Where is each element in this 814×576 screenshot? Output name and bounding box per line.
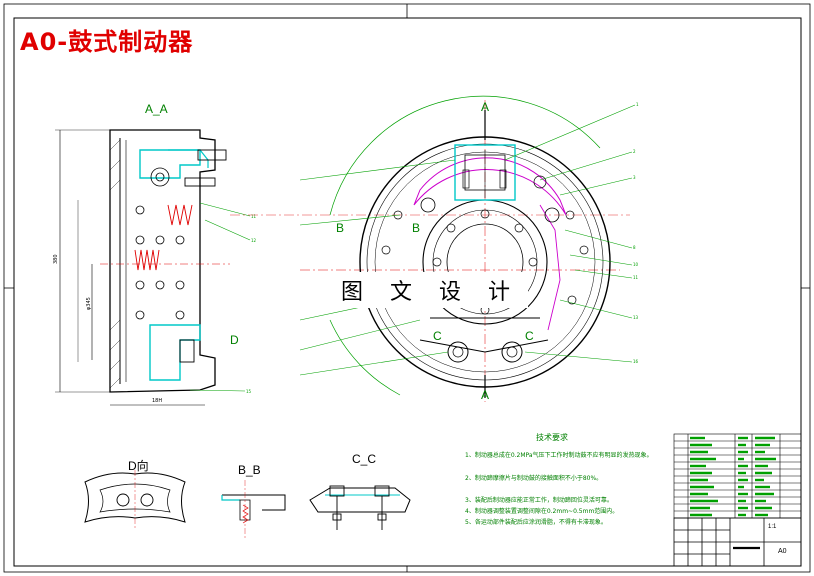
tech-requirement-1: 1、制动器总成在0.2MPa气压下工作时制动鼓不应有明显的发热现象。 bbox=[465, 452, 653, 459]
bb-view bbox=[221, 480, 286, 540]
svg-text:8: 8 bbox=[633, 245, 636, 250]
bb-view-label: B_B bbox=[238, 463, 261, 477]
section-b-right-label: B bbox=[412, 221, 421, 235]
section-a-bottom-label: A bbox=[481, 388, 490, 402]
parts-list bbox=[673, 433, 802, 519]
section-c-right-label: C bbox=[525, 329, 534, 343]
svg-text:380: 380 bbox=[53, 254, 59, 264]
svg-text:φ345: φ345 bbox=[86, 297, 92, 310]
d-view bbox=[84, 470, 186, 528]
tech-requirements-title: 技术要求 bbox=[536, 433, 568, 442]
title-block bbox=[673, 517, 802, 567]
title-block-scale: 1:1 bbox=[768, 524, 777, 530]
svg-text:15: 15 bbox=[246, 389, 252, 394]
svg-text:11: 11 bbox=[251, 214, 257, 219]
svg-text:16: 16 bbox=[633, 359, 639, 364]
view-d-arrow-label: D bbox=[230, 333, 239, 347]
inner-border bbox=[13, 17, 802, 567]
section-a-top-label: A bbox=[481, 100, 490, 114]
tech-requirement-5: 5、各运动部件装配后应涂润滑脂，不得有卡滞现象。 bbox=[465, 519, 607, 526]
tech-requirement-2: 2、制动蹄摩擦片与制动鼓的接触面积不小于80%。 bbox=[465, 475, 603, 482]
svg-text:11: 11 bbox=[633, 275, 639, 280]
front-view: 1 2 3 8 10 11 13 16 bbox=[230, 95, 639, 402]
parts-list-text bbox=[690, 436, 776, 517]
svg-text:13: 13 bbox=[633, 315, 639, 320]
watermark-text: 图 文 设 计 bbox=[333, 272, 528, 308]
section-aa-label: A_A bbox=[145, 102, 168, 116]
svg-text:10: 10 bbox=[633, 262, 639, 267]
svg-text:1: 1 bbox=[636, 102, 639, 107]
section-c-left-label: C bbox=[433, 329, 442, 343]
svg-text:12: 12 bbox=[251, 238, 257, 243]
title-block-sheet: A0 bbox=[778, 548, 787, 555]
cc-view-label: C_C bbox=[352, 452, 377, 466]
svg-text:18H: 18H bbox=[152, 398, 162, 404]
tech-requirement-4: 4、制动器调整装置调整间隙在0.2mm~0.5mm范围内。 bbox=[465, 508, 619, 515]
section-b-left-label: B bbox=[336, 221, 345, 235]
svg-text:3: 3 bbox=[633, 175, 636, 180]
tech-requirement-3: 3、装配后制动器应能正常工作，制动蹄回位灵活可靠。 bbox=[465, 497, 613, 504]
drawing-title: A0-鼓式制动器 bbox=[20, 28, 194, 56]
cc-view bbox=[309, 485, 411, 530]
svg-text:2: 2 bbox=[633, 149, 636, 154]
d-view-label: D向 bbox=[128, 459, 149, 473]
section-aa-view: 18H 380 φ345 bbox=[53, 129, 257, 406]
